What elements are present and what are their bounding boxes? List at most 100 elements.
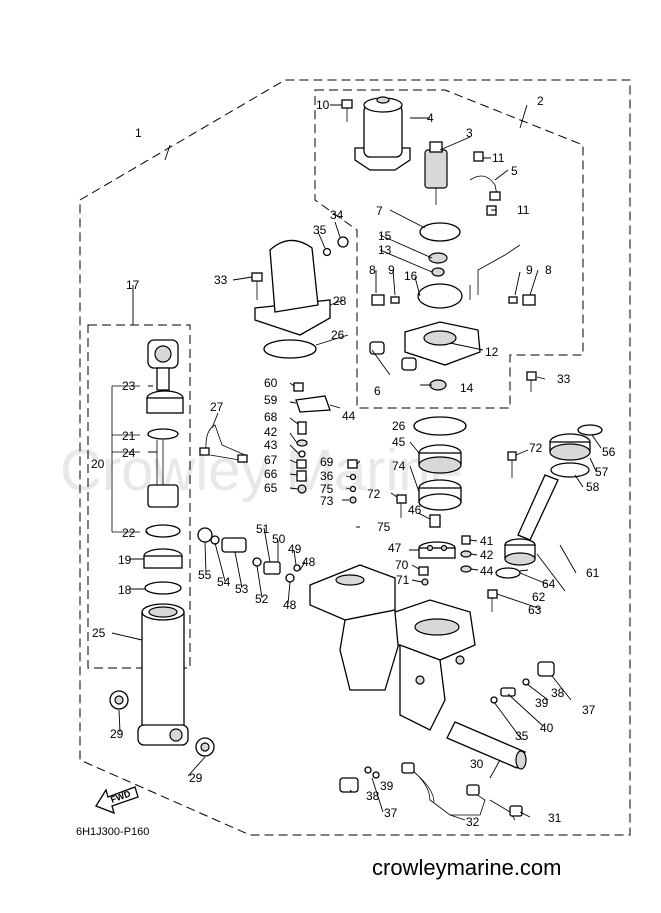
- callout-1: 1: [135, 126, 142, 140]
- callout-49: 49: [288, 542, 302, 556]
- main-manifold: [309, 564, 476, 731]
- callout-39-bottom: 39: [380, 779, 394, 793]
- callout-30: 30: [470, 757, 484, 771]
- callout-52: 52: [255, 592, 269, 606]
- seal-42-left: [296, 439, 308, 447]
- pump-body-47: [418, 541, 456, 559]
- callout-21: 21: [122, 429, 136, 443]
- callout-67: 67: [264, 453, 278, 467]
- bolt-10: [341, 99, 353, 122]
- callout-50: 50: [272, 532, 286, 546]
- brush-8-right: [522, 294, 536, 306]
- plug-68: [297, 421, 307, 435]
- gear-pump-45: [418, 444, 462, 474]
- callout-31: 31: [548, 811, 562, 825]
- callout-34: 34: [330, 208, 344, 222]
- seal-42-right: [460, 550, 472, 558]
- valve-40: [500, 687, 516, 697]
- bolt-60: [293, 382, 304, 392]
- callout-66: 66: [264, 467, 278, 481]
- o-ring-35-right: [490, 696, 498, 704]
- spring-9-right: [508, 296, 518, 304]
- seal-44-right: [460, 565, 472, 573]
- site-url: crowleymarine.com: [372, 855, 562, 880]
- check-valve-38-right: [537, 661, 555, 677]
- o-ring-58: [550, 462, 590, 478]
- watermark: Crowley Marine: [60, 438, 463, 503]
- seal-15: [428, 252, 448, 264]
- o-ring-22: [145, 524, 181, 538]
- ball-71: [421, 578, 429, 586]
- callout-14: 14: [460, 381, 474, 395]
- callout-62: 62: [532, 590, 546, 604]
- o-ring-43: [298, 450, 306, 458]
- callout-11-bottom: 11: [517, 203, 530, 217]
- callout-68: 68: [264, 410, 278, 424]
- brush-8-left: [371, 294, 385, 306]
- electric-motor: [354, 96, 411, 171]
- callout-44-top: 44: [342, 409, 356, 423]
- callout-29-left: 29: [110, 727, 124, 741]
- callout-22: 22: [122, 526, 136, 540]
- callout-8-right: 8: [545, 263, 552, 277]
- callout-15: 15: [378, 229, 392, 243]
- callout-33-right: 33: [557, 372, 571, 386]
- callout-57: 57: [595, 465, 609, 479]
- callout-69: 69: [320, 455, 334, 469]
- bracket-59: [295, 395, 331, 413]
- callout-36: 36: [320, 469, 334, 483]
- callout-7: 7: [376, 204, 383, 218]
- oil-seal-14: [429, 379, 447, 391]
- o-ring-18: [144, 581, 182, 595]
- screw-67: [296, 459, 307, 469]
- trim-piston-64: [504, 538, 536, 566]
- callout-42-left: 42: [264, 425, 278, 439]
- trim-cap-57: [549, 433, 591, 461]
- piston-rod-assembly-bracket: [111, 385, 140, 533]
- callout-75-left: 75: [320, 482, 334, 496]
- callout-38-right: 38: [551, 686, 565, 700]
- callout-55: 55: [198, 568, 212, 582]
- bolt-11b: [486, 205, 497, 216]
- callout-37-right: 37: [582, 703, 596, 717]
- o-ring-52: [252, 557, 262, 567]
- callout-47: 47: [388, 541, 402, 555]
- callout-24: 24: [122, 446, 136, 460]
- callout-8-left: 8: [369, 263, 376, 277]
- plug-34: [337, 236, 349, 248]
- bolt-11a: [473, 151, 484, 162]
- callout-48-bottom: 48: [283, 598, 297, 612]
- callout-73: 73: [320, 494, 334, 508]
- callout-75-right: 75: [377, 520, 391, 534]
- callout-27: 27: [210, 400, 224, 414]
- shaft-30: [446, 721, 526, 769]
- callout-23: 23: [122, 379, 136, 393]
- callout-59: 59: [264, 393, 278, 407]
- valve-46: [429, 514, 441, 528]
- o-ring-26-top: [263, 339, 317, 359]
- callout-74: 74: [392, 459, 406, 473]
- callout-60: 60: [264, 376, 278, 390]
- callout-44-right: 44: [480, 564, 494, 578]
- callout-17: 17: [126, 278, 140, 292]
- callout-54: 54: [217, 575, 231, 589]
- brush: [489, 191, 501, 201]
- o-ring-16: [417, 283, 463, 309]
- manual-valve-53: [221, 537, 247, 553]
- callout-43: 43: [264, 438, 278, 452]
- brush-lead-wire: [469, 175, 498, 196]
- ball-36: [349, 473, 357, 481]
- seal-56: [577, 424, 603, 436]
- o-ring-55: [197, 527, 213, 543]
- bolt-33-motor: [526, 371, 537, 381]
- valve-70: [418, 566, 429, 576]
- armature: [424, 141, 448, 205]
- callout-40: 40: [540, 721, 554, 735]
- o-ring-35: [322, 247, 332, 257]
- brush-holder: [419, 222, 461, 242]
- piston: [147, 484, 179, 508]
- callout-32: 32: [466, 815, 480, 829]
- callout-5: 5: [511, 164, 518, 178]
- assembly-boundary-1: [79, 79, 631, 836]
- assembly-boundary-2: [314, 89, 584, 409]
